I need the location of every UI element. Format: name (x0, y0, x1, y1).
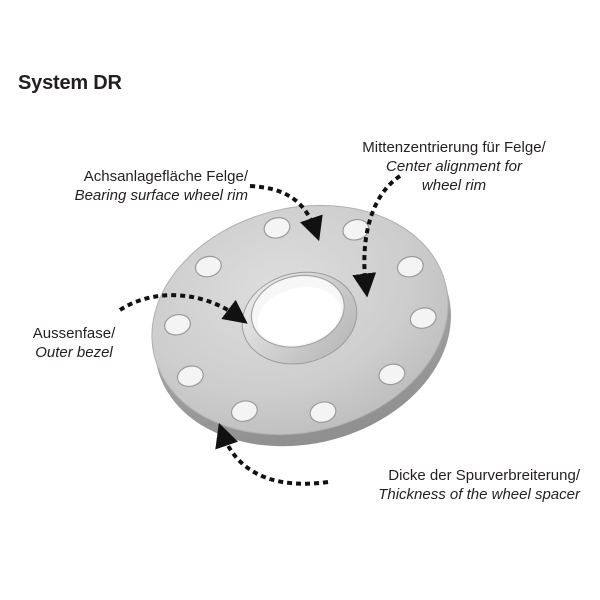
label-bearing-de: Achsanlagefläche Felge/ (83, 168, 248, 185)
label-bezel-de: Aussenfase/ (32, 325, 116, 342)
label-center-en-2: wheel rim (421, 177, 487, 194)
label-bezel-en: Outer bezel (35, 344, 113, 361)
center-bore-inner (257, 287, 341, 346)
bolt-hole (342, 219, 370, 241)
label-bearing-surface: Achsanlagefläche Felge/ Bearing surface … (36, 167, 248, 205)
bolt-hole (230, 400, 258, 422)
dashed-arrow-bearing (249, 184, 323, 242)
bolt-hole (164, 313, 191, 336)
bolt-hole (409, 307, 437, 329)
label-thickness-de: Dicke der Spurverbreiterung/ (388, 467, 580, 484)
label-center-de: Mittenzentrierung für Felge/ (362, 139, 546, 156)
bolt-hole (396, 255, 424, 278)
dashed-arrow-thickness (215, 422, 329, 486)
label-bearing-en: Bearing surface wheel rim (74, 187, 248, 204)
wheel-spacer-image (151, 204, 451, 447)
label-thickness-en: Thickness of the wheel spacer (378, 486, 580, 503)
dashed-arrow-center (352, 174, 402, 298)
bolt-holes (164, 217, 437, 423)
label-thickness: Dicke der Spurverbreiterung/ Thickness o… (330, 466, 580, 504)
bolt-hole (263, 217, 291, 239)
label-center-en-1: Center alignment for (386, 158, 522, 175)
label-center-alignment: Mittenzentrierung für Felge/ Center alig… (338, 138, 570, 195)
bolt-hole (309, 401, 337, 423)
dashed-arrow-bezel (118, 293, 248, 324)
bolt-hole (194, 255, 222, 278)
label-outer-bezel: Aussenfase/ Outer bezel (18, 324, 130, 362)
bolt-hole (176, 365, 204, 387)
diagram-title: System DR (18, 72, 122, 94)
bolt-hole (378, 363, 406, 386)
